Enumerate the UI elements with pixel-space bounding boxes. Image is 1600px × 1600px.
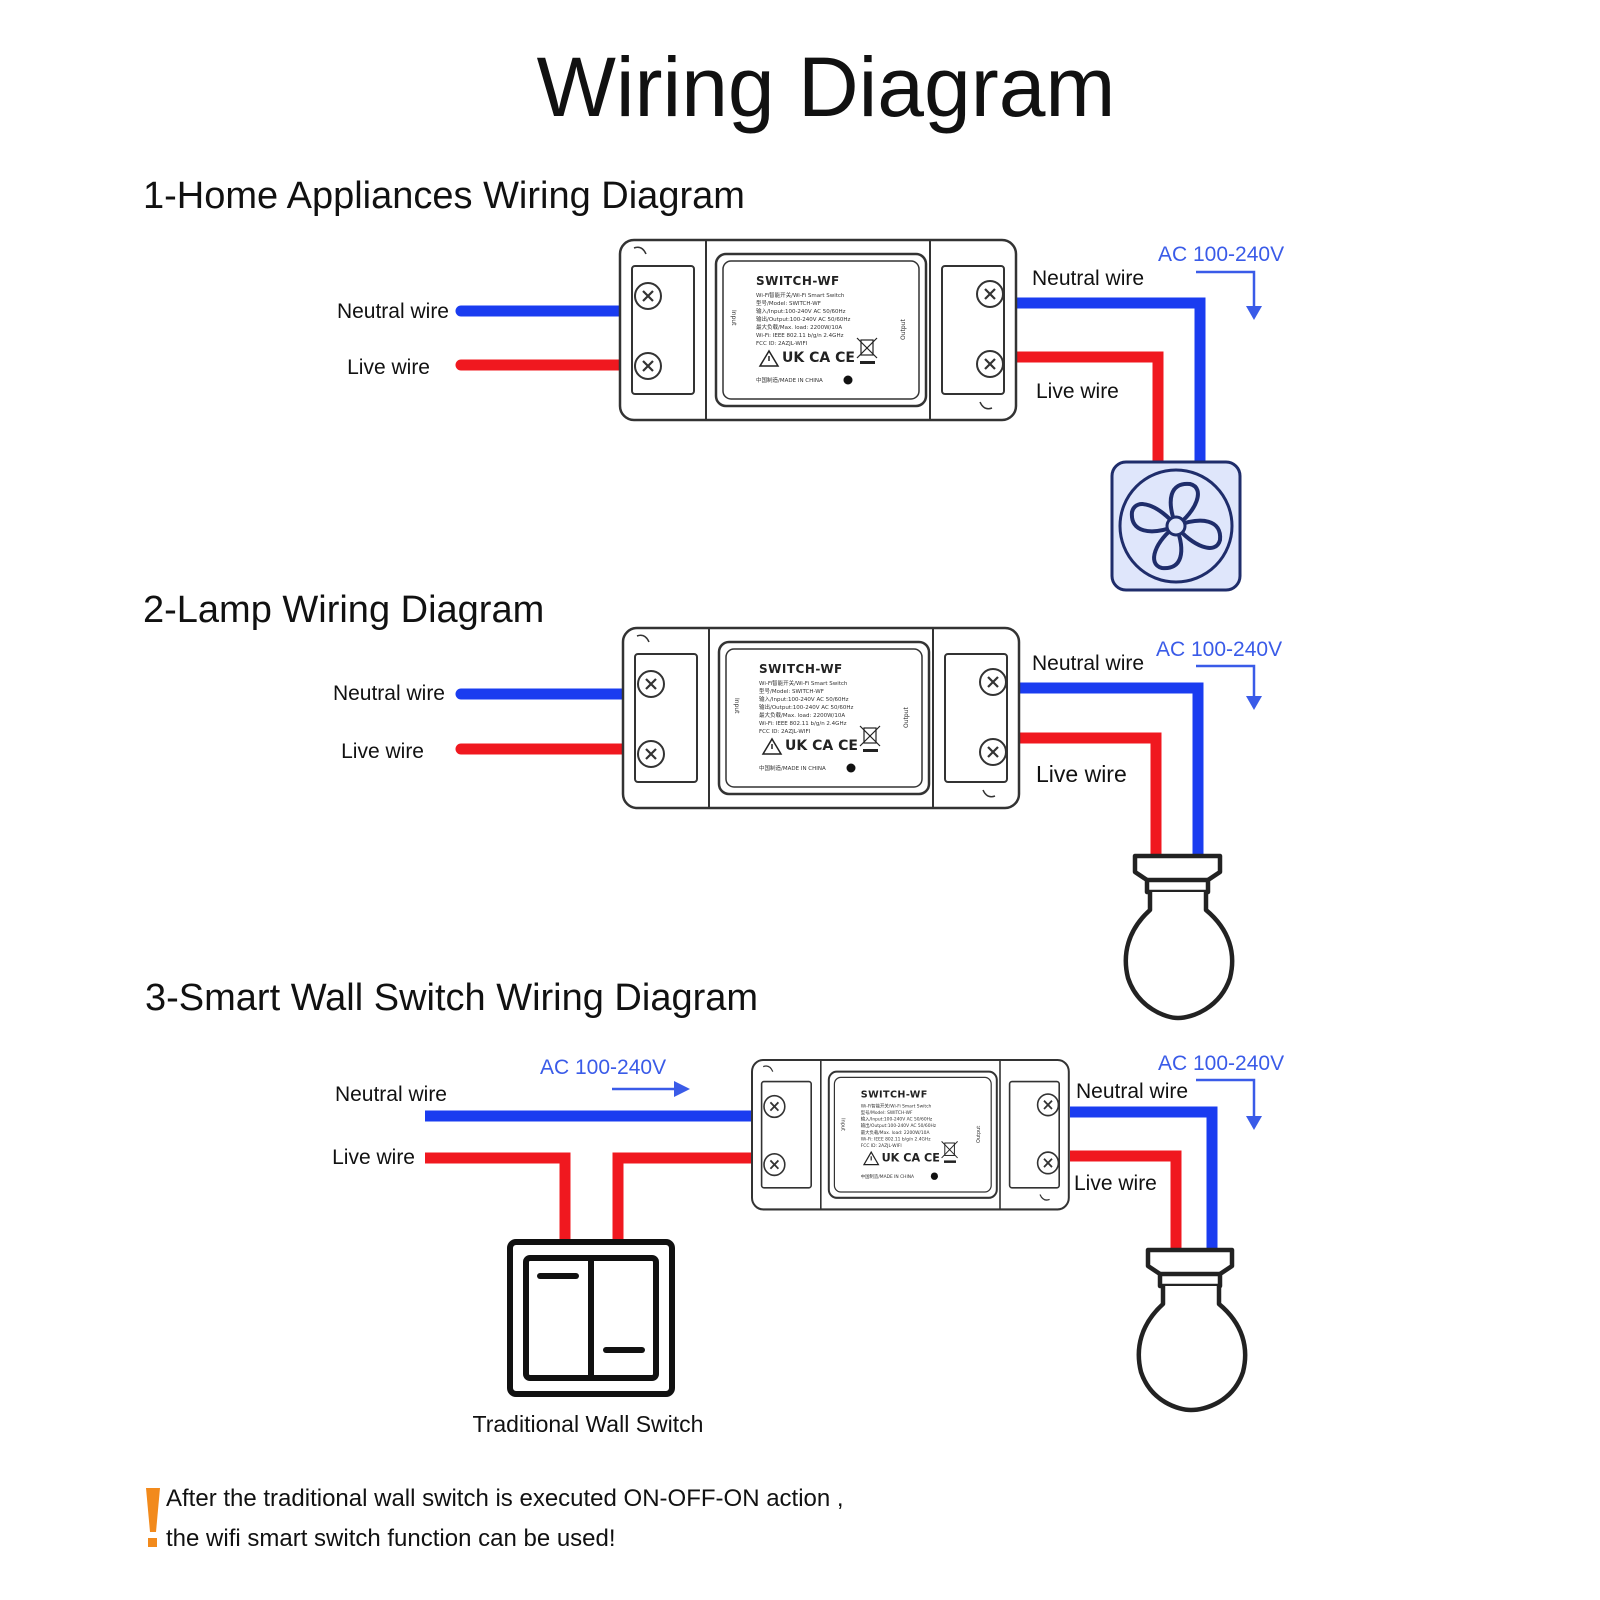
input-label: Input [733,698,740,714]
neutral-wire-label: Neutral wire [1032,267,1144,290]
exclamation-icon [146,1488,160,1547]
neutral-wire-label: Neutral wire [1076,1080,1188,1103]
smart-switch-device: SWITCH-WF Wi-Fi智能开关/Wi-Fi Smart Switch 型… [750,1058,1070,1211]
output-label: Output [900,319,907,340]
device-origin: 中国制造/MADE IN CHINA [861,1173,915,1180]
bulb-icon [1136,1247,1248,1413]
device-spec-line: 型号/Model: SWITCH-WF [759,687,824,695]
device-origin: 中国制造/MADE IN CHINA [756,376,823,384]
output-label: Output [903,707,910,728]
neutral-wire-out [1018,682,1204,856]
live-wire-label: Live wire [347,356,430,379]
neutral-wire-label: Neutral wire [1032,652,1144,675]
device-spec-line: Wi-Fi: IEEE 802.11 b/g/n 2.4GHz [759,721,847,727]
device-spec-line: Wi-Fi智能开关/Wi-Fi Smart Switch [861,1102,932,1109]
live-wire-in [425,1152,571,1242]
device-spec-line: Wi-Fi智能开关/Wi-Fi Smart Switch [759,679,848,687]
neutral-wire-label: Neutral wire [337,300,449,323]
neutral-wire-label: Neutral wire [335,1083,447,1106]
live-wire-label: Live wire [341,740,424,763]
section-lamp: 2-Lamp Wiring Diagram Neutral wire Live … [143,589,1282,1021]
device-origin: 中国制造/MADE IN CHINA [759,764,826,772]
live-wire-label: Live wire [332,1146,415,1169]
device-spec-line: FCC ID: 2AZJL-WIFI [756,341,808,347]
wall-switch-icon [507,1239,675,1397]
voltage-label: AC 100-240V [1158,1052,1284,1075]
certification-marks: UK CA CE [782,350,855,366]
live-wire-label: Live wire [1036,761,1127,787]
section-title: 3-Smart Wall Switch Wiring Diagram [145,977,758,1019]
neutral-wire-out [1070,1106,1218,1250]
live-wire-out [1018,732,1162,856]
smart-switch-device: SWITCH-WF Wi-Fi智能开关/Wi-Fi Smart Switch 型… [621,626,1021,810]
device-spec-line: 型号/Model: SWITCH-WF [861,1109,913,1116]
device-name: SWITCH-WF [759,662,843,676]
bulb-icon [1123,853,1235,1021]
device-spec-line: 输入/Input:100-240V AC 50/60Hz [861,1115,933,1122]
note-line-2: the wifi smart switch function can be us… [166,1525,616,1552]
current-arrow-icon [1196,1078,1256,1120]
fan-icon [1110,460,1242,592]
live-wire-switched [612,1152,755,1242]
wall-switch-label: Traditional Wall Switch [473,1411,704,1437]
voltage-label: AC 100-240V [1156,638,1282,661]
device-spec-line: 最大负载/Max. load: 2200W/10A [861,1129,931,1136]
live-wire-label: Live wire [1074,1172,1157,1195]
section-smart-wall-switch: 3-Smart Wall Switch Wiring Diagram Neutr… [145,977,1284,1437]
device-spec-line: Wi-Fi: IEEE 802.11 b/g/n 2.4GHz [861,1136,931,1142]
voltage-label: AC 100-240V [1158,243,1284,266]
device-spec-line: Wi-Fi智能开关/Wi-Fi Smart Switch [756,291,845,299]
device-spec-line: 输出/Output:100-240V AC 50/60Hz [861,1122,937,1129]
neutral-wire-out [1014,297,1206,462]
page-title: Wiring Diagram [537,40,1116,134]
device-spec-line: 输入/Input:100-240V AC 50/60Hz [756,307,846,315]
note-line-1: After the traditional wall switch is exe… [166,1485,844,1512]
device-spec-line: 输出/Output:100-240V AC 50/60Hz [756,315,851,323]
output-label: Output [976,1126,982,1143]
device-spec-line: 型号/Model: SWITCH-WF [756,299,821,307]
device-spec-line: 最大负载/Max. load: 2200W/10A [756,323,842,331]
device-spec-line: 输出/Output:100-240V AC 50/60Hz [759,703,854,711]
current-arrow-icon [1196,664,1256,700]
neutral-wire-label: Neutral wire [333,682,445,705]
live-wire-label: Live wire [1036,380,1119,403]
live-wire-out [1014,351,1164,462]
device-spec-line: Wi-Fi: IEEE 802.11 b/g/n 2.4GHz [756,333,844,339]
live-wire-out [1070,1150,1182,1250]
voltage-label: AC 100-240V [540,1056,666,1079]
device-spec-line: FCC ID: 2AZJL-WIFI [861,1143,902,1149]
section-home-appliances: 1-Home Appliances Wiring Diagram Neutral… [143,175,1284,592]
certification-marks: UK CA CE [882,1150,940,1164]
current-arrow-icon [1196,270,1256,310]
warning-note: After the traditional wall switch is exe… [146,1485,844,1552]
section-title: 2-Lamp Wiring Diagram [143,589,544,631]
input-label: Input [840,1118,846,1131]
section-title: 1-Home Appliances Wiring Diagram [143,175,745,217]
device-name: SWITCH-WF [861,1089,928,1100]
smart-switch-device: SWITCH-WF Wi-Fi智能开关/Wi-Fi Smart Switch 型… [618,238,1018,422]
device-spec-line: 输入/Input:100-240V AC 50/60Hz [759,695,849,703]
input-label: Input [730,310,737,326]
certification-marks: UK CA CE [785,738,858,754]
device-spec-line: FCC ID: 2AZJL-WIFI [759,729,811,735]
device-name: SWITCH-WF [756,274,840,288]
device-spec-line: 最大负载/Max. load: 2200W/10A [759,711,845,719]
